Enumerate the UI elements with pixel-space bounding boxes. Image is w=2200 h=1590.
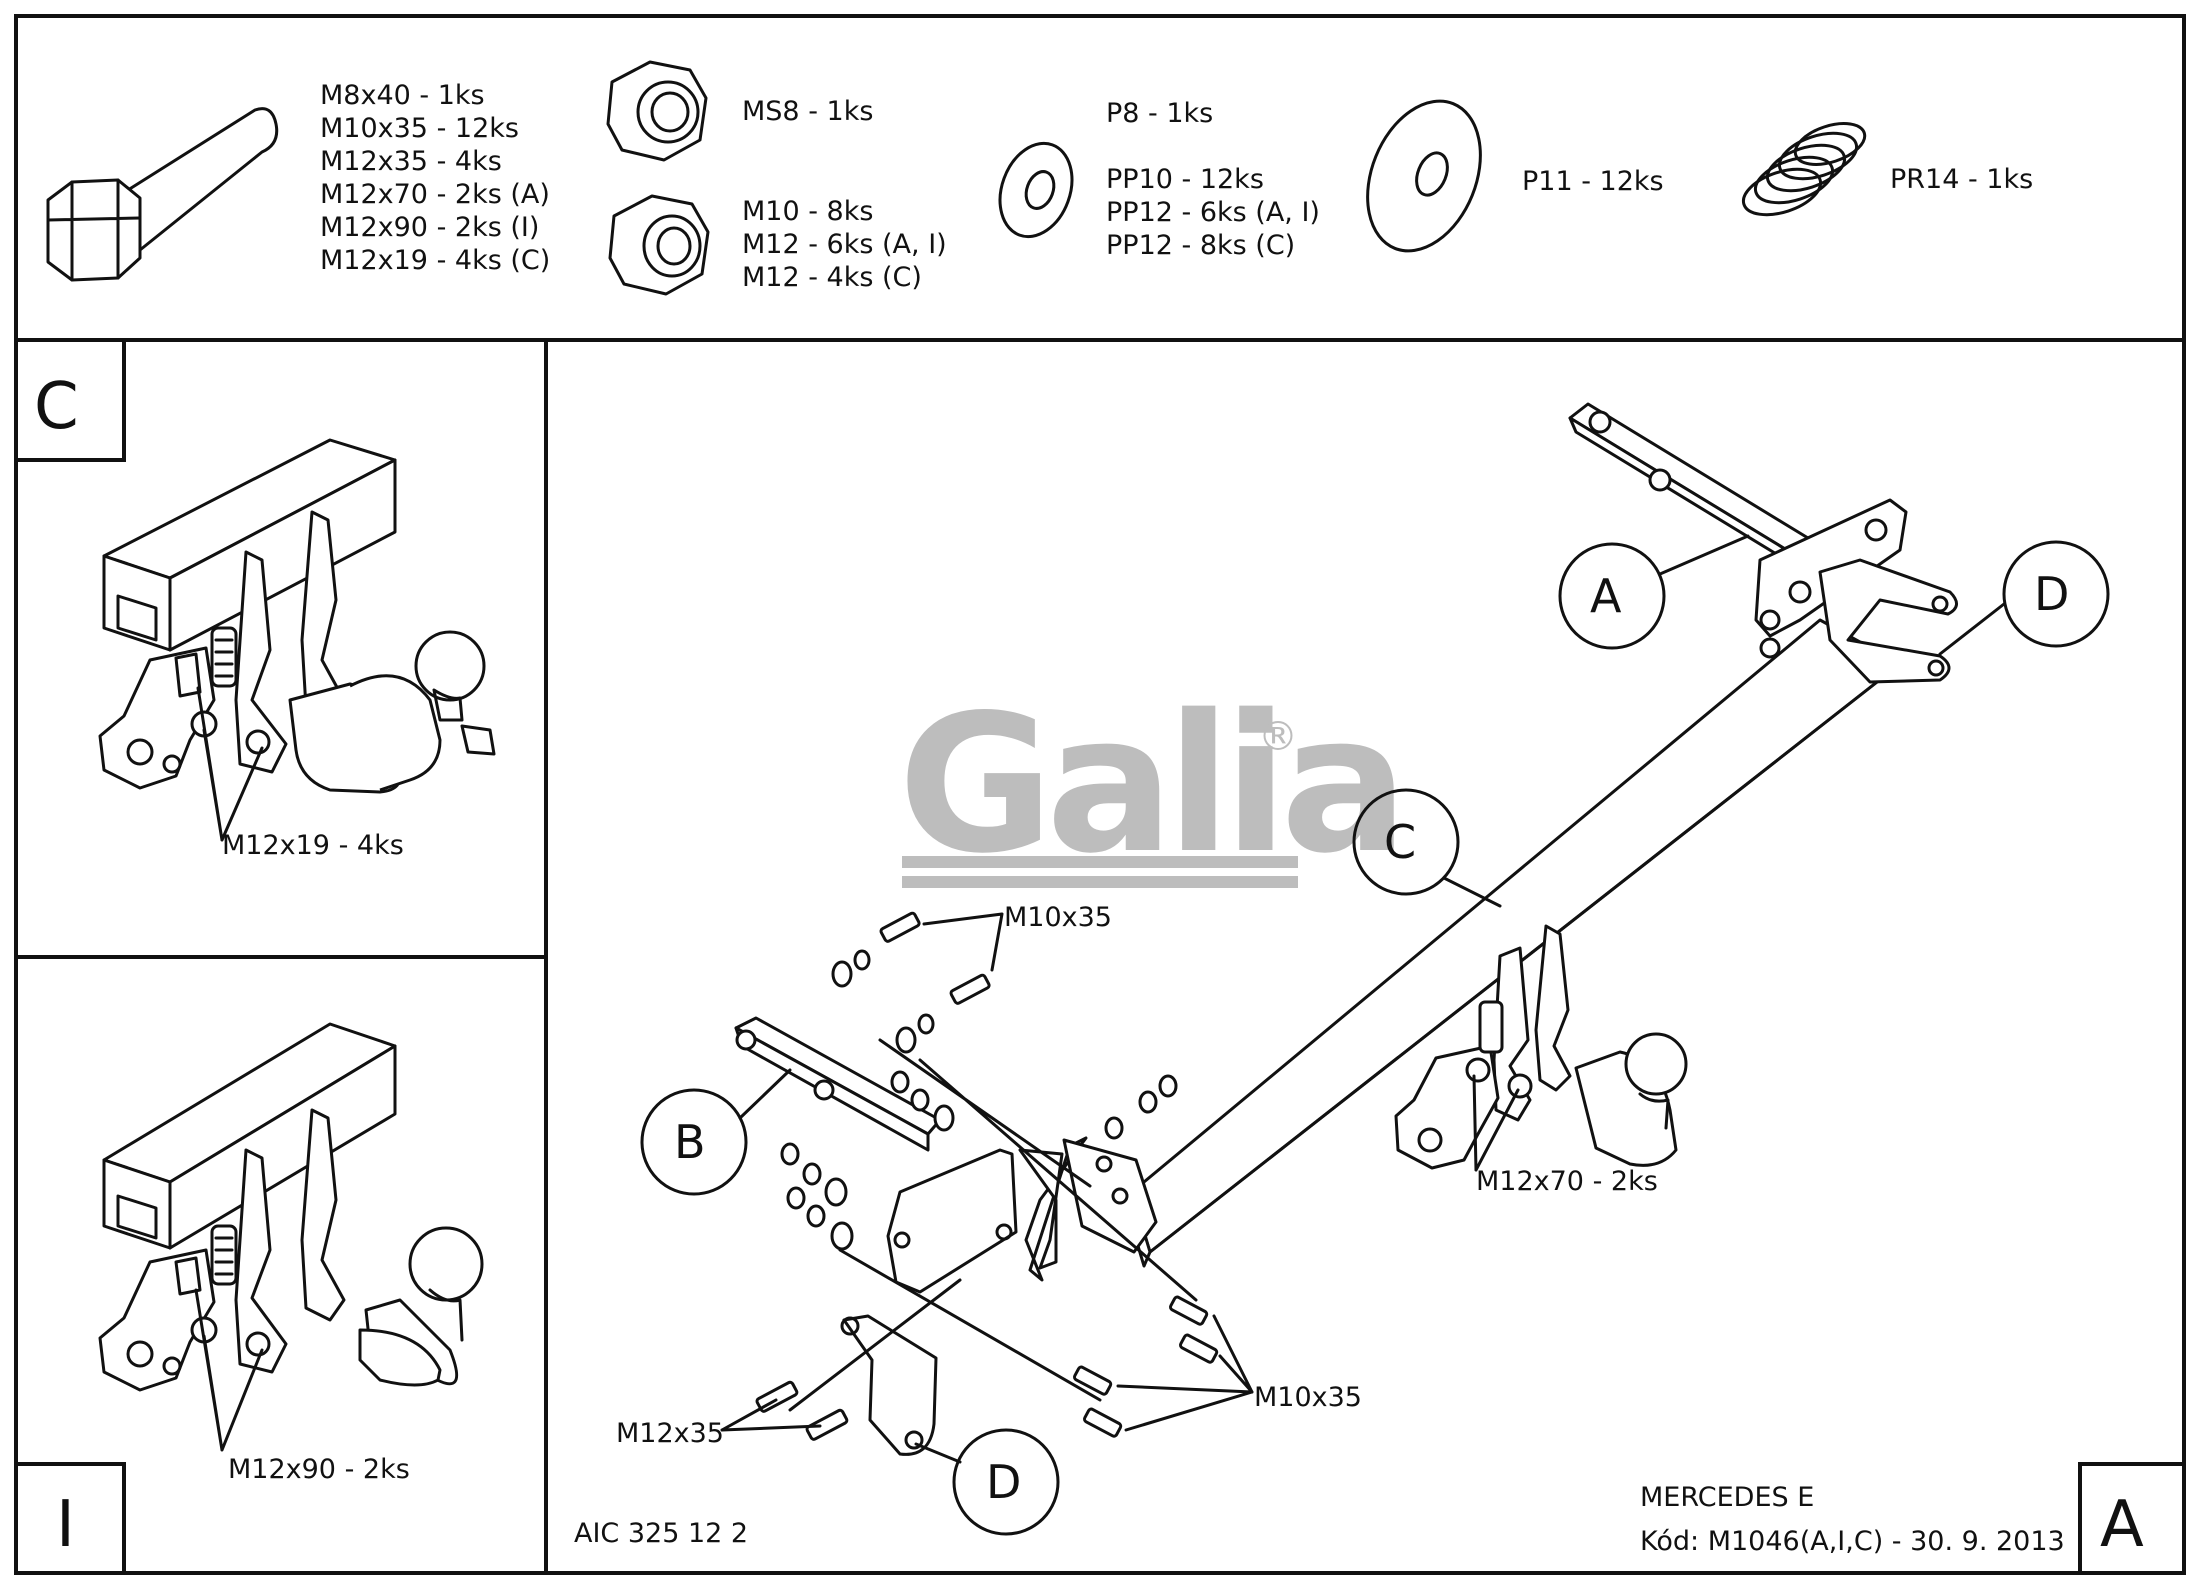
label-m12x70: M12x70 - 2ks: [1476, 1166, 1658, 1197]
callout-d-bottom-letter: D: [986, 1455, 1021, 1509]
registered-mark: ®: [1258, 714, 1298, 760]
callout-a: A: [1558, 534, 1750, 650]
nut-spec-3: M12 - 4ks (C): [742, 262, 922, 293]
main-tow-ball: [1394, 924, 1688, 1170]
drawing-frame: [14, 14, 2186, 1575]
lock-nut-icon: [606, 60, 708, 162]
callout-leader-i: [194, 1288, 264, 1452]
label-m10x35-bottom: M10x35: [1254, 1382, 1362, 1413]
bolt-spec-4: M12x70 - 2ks (A): [320, 179, 550, 210]
bolt-spec-6: M12x19 - 4ks (C): [320, 245, 550, 276]
callout-c-letter: C: [1384, 815, 1416, 869]
callout-a-letter: A: [1590, 569, 1622, 623]
bolt-spec-3: M12x35 - 4ks: [320, 146, 502, 177]
callout-d-top: D: [1938, 540, 2110, 656]
leader-m10x35-top: [922, 912, 1004, 972]
washer-spec-4: PP12 - 8ks (C): [1106, 230, 1295, 261]
variant-c-illustration: [98, 438, 496, 794]
leader-m10x35-bottom: [1116, 1314, 1254, 1432]
logo-underline-2: [902, 876, 1298, 888]
callout-label-c: M12x19 - 4ks: [222, 830, 404, 861]
bolt-spec-5: M12x90 - 2ks (I): [320, 212, 539, 243]
callout-d-bottom: D: [914, 1428, 1060, 1536]
variant-i-illustration: [98, 1022, 484, 1392]
panel-letter-a: A: [2100, 1488, 2144, 1562]
locknut-spec: MS8 - 1ks: [742, 96, 873, 127]
nut-spec-2: M12 - 6ks (A, I): [742, 229, 947, 260]
callout-b: B: [640, 1068, 792, 1196]
large-washer-spec: P11 - 12ks: [1522, 166, 1664, 197]
spring-icon: [1741, 122, 1867, 217]
logo-underline: [902, 856, 1298, 868]
spring-spec: PR14 - 1ks: [1890, 164, 2033, 195]
hex-nut-icon: [608, 194, 710, 296]
washer-spec-2: PP10 - 12ks: [1106, 164, 1264, 195]
label-m10x35-top: M10x35: [1004, 902, 1112, 933]
label-m12x35: M12x35: [616, 1418, 724, 1449]
callout-d-top-letter: D: [2034, 567, 2069, 621]
kod-line: Kód: M1046(A,I,C) - 30. 9. 2013: [1640, 1526, 2065, 1557]
washer-spec-3: PP12 - 6ks (A, I): [1106, 197, 1320, 228]
callout-c: C: [1352, 788, 1502, 908]
panel-letter-c: C: [34, 370, 79, 444]
leader-m12x35: [720, 1398, 822, 1432]
callout-b-letter: B: [674, 1115, 706, 1169]
callout-leader-c: [196, 686, 264, 842]
exploded-fasteners: [755, 911, 1219, 1441]
bolt-spec-2: M10x35 - 12ks: [320, 113, 519, 144]
right-side-bracket: [1568, 402, 1958, 684]
panel-letter-i: I: [56, 1488, 75, 1562]
drawing-code: AIC 325 12 2: [574, 1518, 748, 1549]
vehicle-name: MERCEDES E: [1640, 1482, 1814, 1513]
large-washer-icon: [1366, 99, 1482, 253]
leader-m12x70: [1472, 1074, 1520, 1172]
hex-bolt-icon: [46, 107, 279, 282]
washer-icon: [998, 141, 1074, 239]
bolt-spec-1: M8x40 - 1ks: [320, 80, 485, 111]
callout-label-i: M12x90 - 2ks: [228, 1454, 410, 1485]
nut-spec-1: M10 - 8ks: [742, 196, 873, 227]
washer-spec-1: P8 - 1ks: [1106, 98, 1213, 129]
